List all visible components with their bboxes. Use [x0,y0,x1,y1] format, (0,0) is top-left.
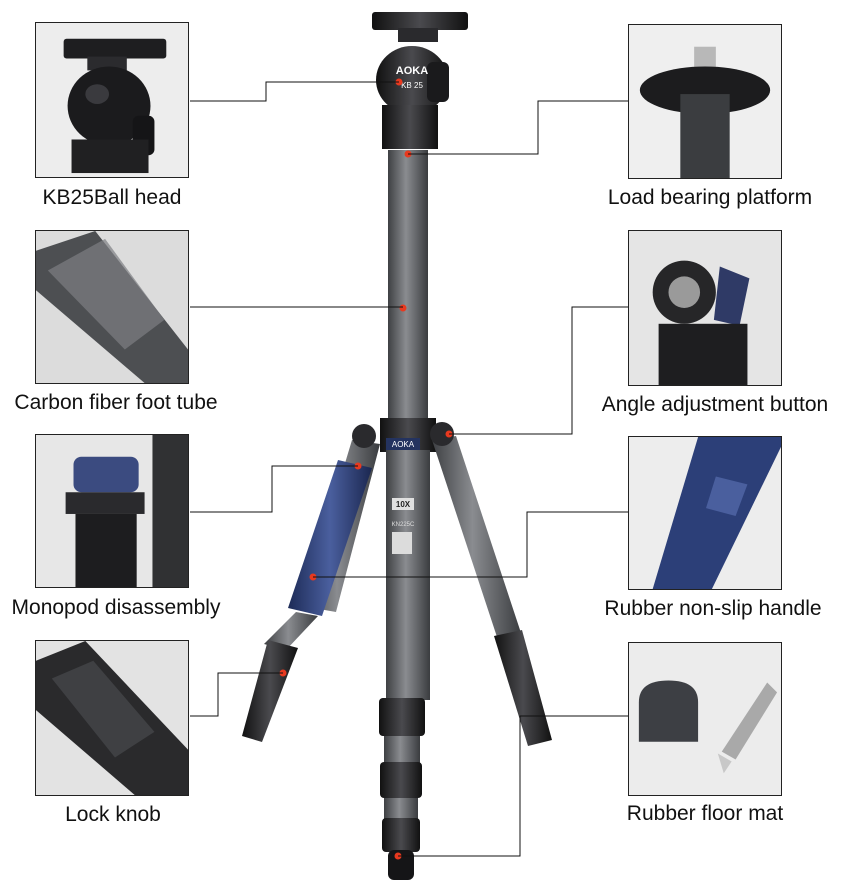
handle-photo [628,436,782,590]
head-model-text: KB 25 [401,81,423,90]
platform-icon [639,46,771,178]
left-leg [242,424,380,742]
ball-head-caption: KB25Ball head [42,186,182,209]
platform-photo [628,24,782,179]
foot-tube-photo [35,230,189,384]
angle-button-photo [628,230,782,386]
right-leg [430,422,552,746]
platform-caption: Load bearing platform [607,186,813,209]
angle-button-icon [652,260,750,385]
monopod-photo [35,434,189,588]
monopod-icon [65,435,188,587]
lock-knob-photo [35,640,189,796]
center-brand-text: AOKA [392,440,415,449]
angle-button-caption: Angle adjustment button [601,393,829,416]
ball-head-photo [35,22,189,178]
lock-knob-caption: Lock knob [65,803,161,826]
carbon-tube-icon [36,231,188,383]
floor-mat-photo [628,642,782,796]
rubber-handle-icon [652,437,781,589]
foot-tube-caption: Carbon fiber foot tube [14,391,218,414]
monopod-caption: Monopod disassembly [11,596,221,619]
floor-mat-caption: Rubber floor mat [626,802,784,825]
handle-caption: Rubber non-slip handle [604,597,822,620]
layers-text: 10X [396,500,411,509]
ball-head-icon [63,38,167,174]
model-code-text: KN225C [392,522,415,528]
floor-mat-icon [638,680,778,774]
head-brand-text: AOKA [396,65,428,77]
lock-knob-icon [36,641,188,795]
